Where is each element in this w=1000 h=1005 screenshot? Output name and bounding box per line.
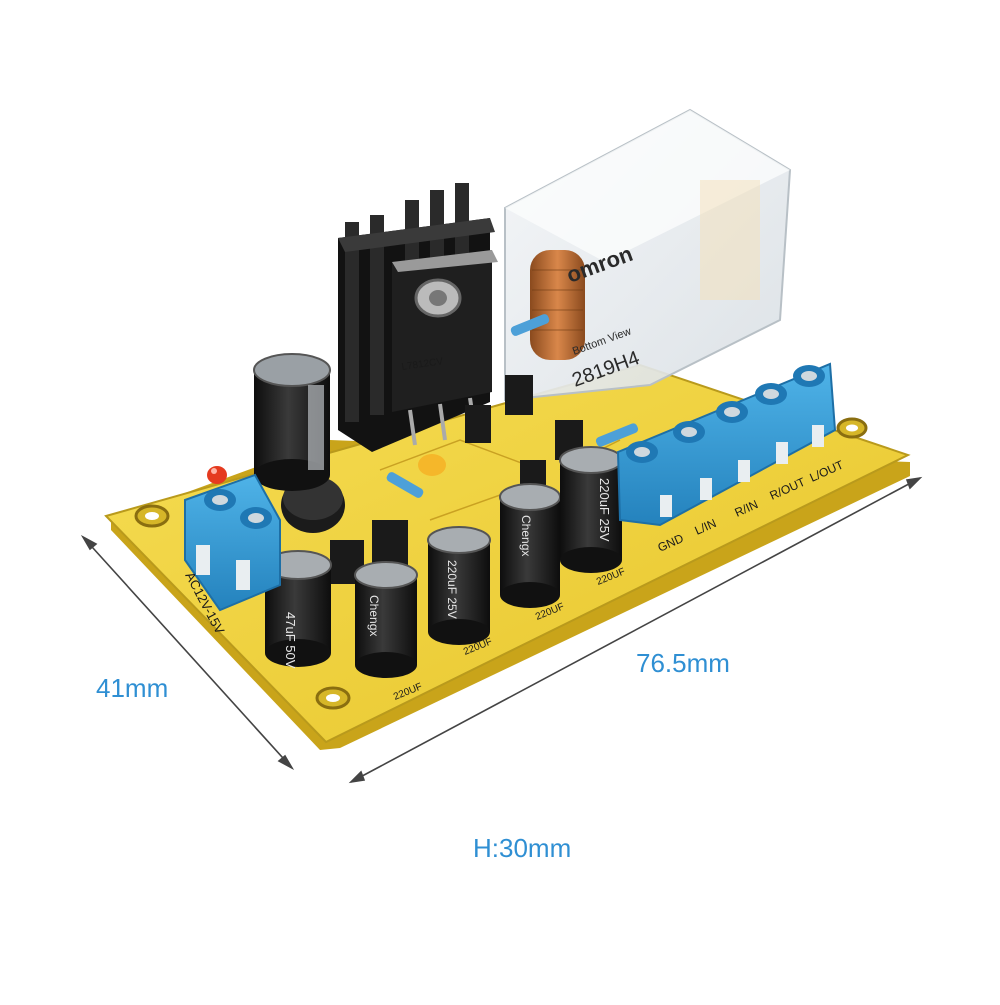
cap-brand-4: Chengx xyxy=(519,515,533,556)
dimension-height-label: H:30mm xyxy=(473,833,572,863)
ceramic-capacitor xyxy=(418,454,446,476)
capacitor-large xyxy=(253,353,331,491)
dimension-lines xyxy=(80,476,923,784)
led-indicator xyxy=(207,466,227,484)
mounting-holes xyxy=(134,417,868,710)
capacitor-5: 220uF 25V xyxy=(559,446,623,573)
relay: omron Bottom View 2819H4 xyxy=(504,108,792,402)
electrolytic-capacitors: 47uF 50V Chengx 220uF 25V Chengx xyxy=(253,353,627,703)
resistors xyxy=(386,314,639,498)
capacitor-2: Chengx xyxy=(354,561,418,678)
cap-brand-2: Chengx xyxy=(367,595,381,636)
transistors xyxy=(330,375,583,584)
dimension-length-label: 76.5mm xyxy=(636,648,730,678)
dimension-width-label: 41mm xyxy=(96,673,169,703)
capacitor-4: Chengx xyxy=(499,483,561,608)
cap-mark-1: 220uF 25V xyxy=(597,478,612,542)
cap-mark-3: 47uF 50V xyxy=(283,612,298,669)
capacitor-3: 220uF 25V xyxy=(427,526,491,645)
cap-mark-2: 220uF 25V xyxy=(445,560,459,619)
power-terminal-block: AC12V-15V xyxy=(182,473,281,637)
voltage-regulator: L7812CV xyxy=(392,250,498,446)
